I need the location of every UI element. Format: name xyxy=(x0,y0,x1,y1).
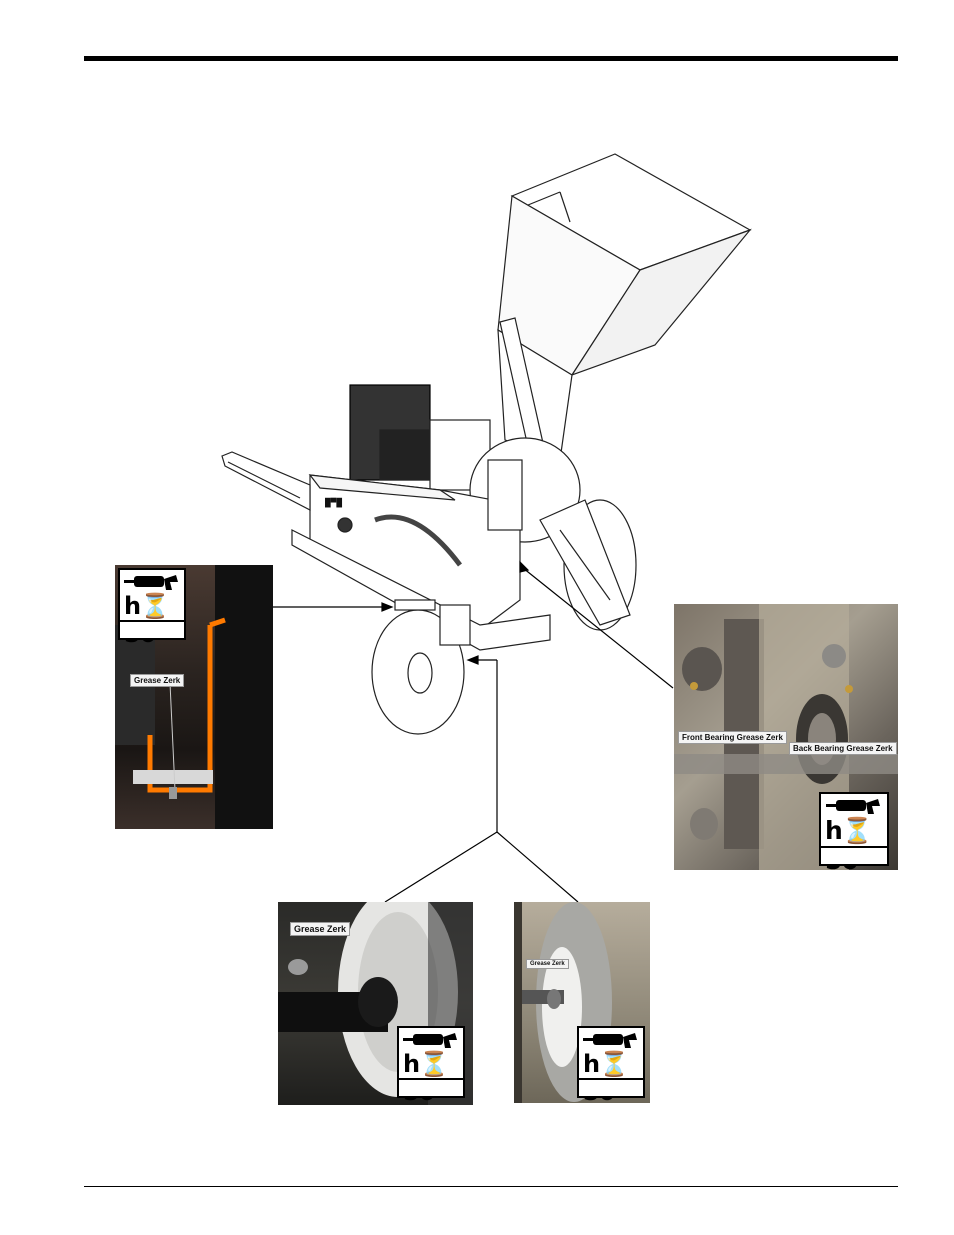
wheel-hub-photo-left: Grease Zerk h⏳50 xyxy=(278,902,473,1105)
bearing-photo: Front Bearing Grease Zerk Back Bearing G… xyxy=(674,604,898,870)
wheel-hub-photo-right: Grease Zerk h⏳50 xyxy=(514,902,650,1103)
grease-zerk-label: Grease Zerk xyxy=(130,674,185,687)
grease-interval-badge: h⏳50 xyxy=(118,568,186,648)
frame xyxy=(291,529,551,651)
hitch-bar xyxy=(147,625,213,793)
footer-rule xyxy=(84,1186,898,1187)
svg-text:█▀█: █▀█ xyxy=(325,497,342,508)
grease-interval-badge: h⏳50 xyxy=(577,1026,645,1103)
header-rule xyxy=(84,56,898,61)
grease-zerk-label: Grease Zerk xyxy=(526,959,569,969)
grease-zerk-label: Grease Zerk xyxy=(290,922,351,936)
back-bearing-label: Back Bearing Grease Zerk xyxy=(789,742,897,755)
grease-interval-badge: h⏳50 xyxy=(819,792,889,870)
hitch-photo: h⏳50 Grease Zerk xyxy=(115,565,273,829)
front-bearing-label: Front Bearing Grease Zerk xyxy=(678,731,787,744)
grease-interval-badge: h⏳50 xyxy=(397,1026,465,1105)
